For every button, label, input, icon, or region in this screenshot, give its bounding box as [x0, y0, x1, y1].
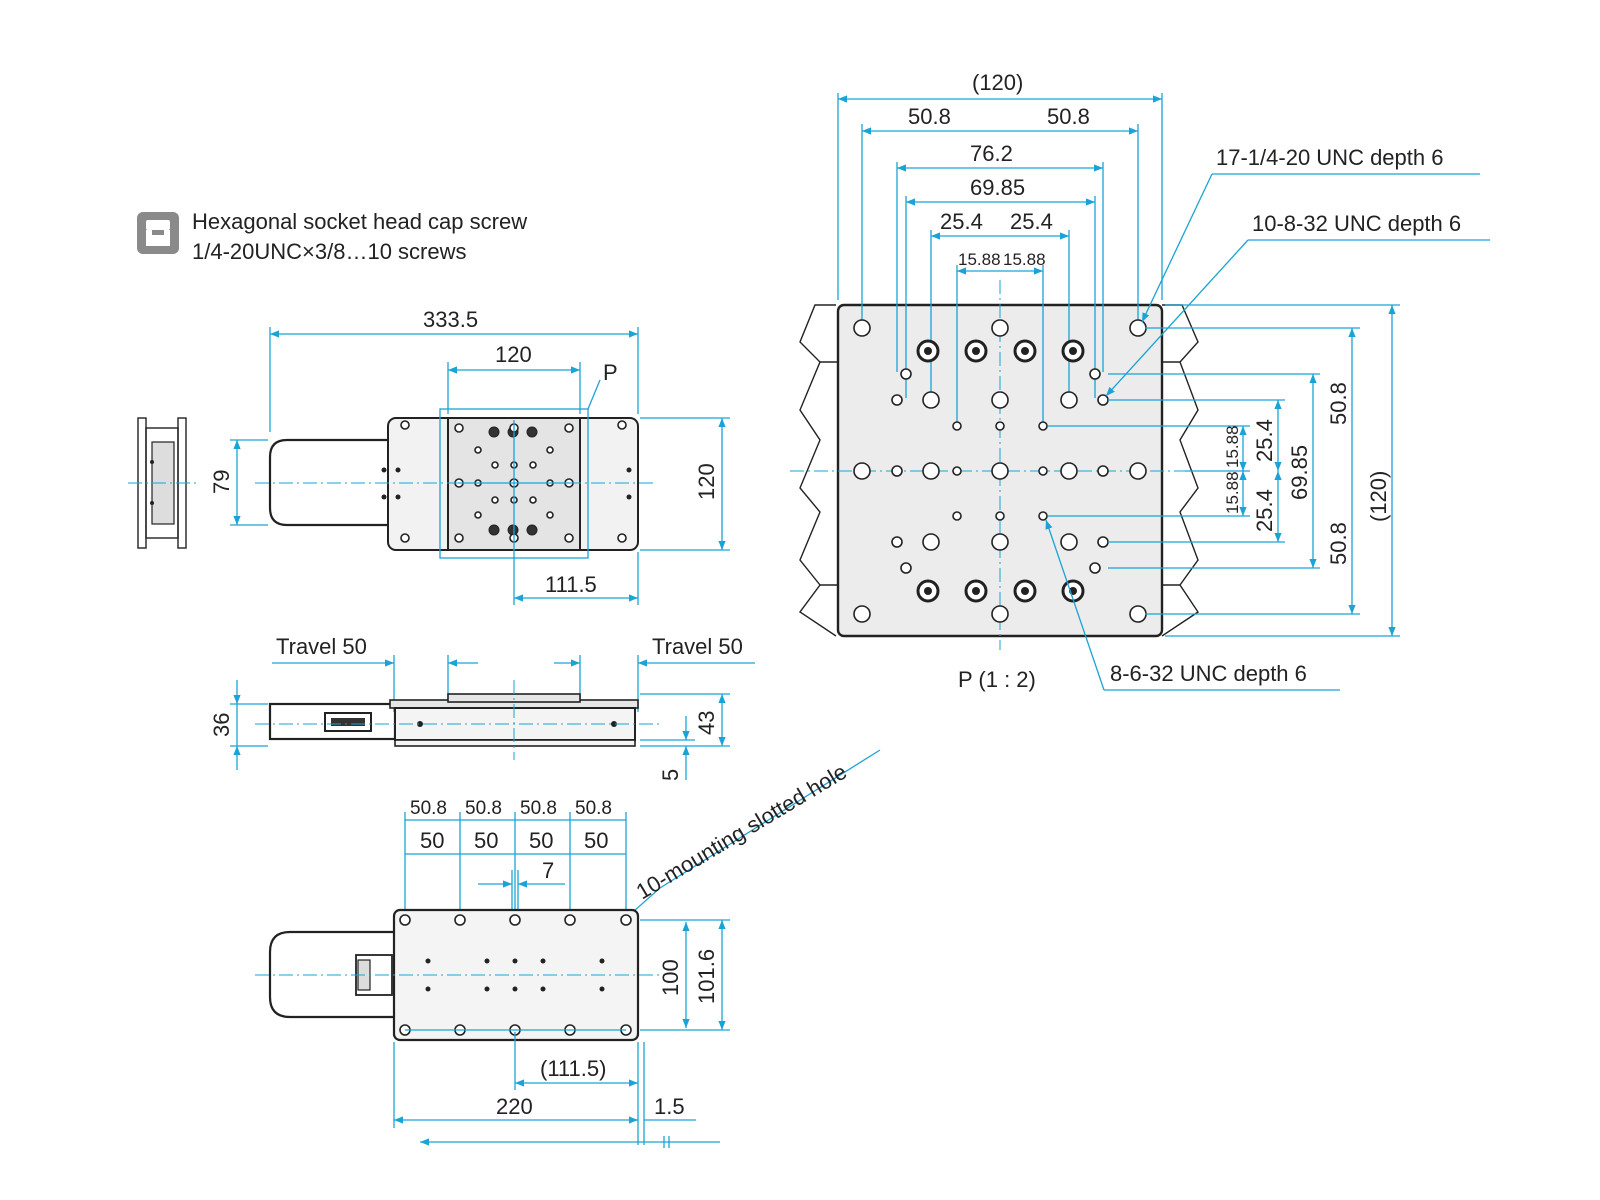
- dim-111-5: 111.5: [545, 572, 597, 597]
- pitch-mm-1: 50: [420, 828, 444, 853]
- legend: Hexagonal socket head cap screw 1/4-20UN…: [137, 209, 527, 264]
- detail-dim-120-top: (120): [972, 70, 1023, 95]
- dim-7: 7: [542, 858, 554, 883]
- detail-ext-lines-v: [837, 93, 1163, 424]
- pitch-inch-2: 50.8: [465, 798, 502, 819]
- dim-43: 43: [694, 711, 719, 735]
- detail-holes: [853, 319, 1147, 623]
- side-view: Travel 50 Travel 50 36 43: [209, 634, 755, 781]
- dim-111-5-bottom: (111.5): [540, 1056, 606, 1081]
- detail-dim-25-4-left: 25.4: [940, 209, 983, 234]
- pitch-inch-4: 50.8: [575, 798, 612, 819]
- travel-left-label: Travel 50: [276, 634, 367, 659]
- detail-v-15-88-top: 15.88: [1223, 425, 1242, 468]
- detail-v-120: (120): [1366, 471, 1391, 522]
- top-p-label: P: [603, 360, 618, 385]
- detail-v-15-88-bottom: 15.88: [1223, 471, 1242, 514]
- note-17-holes: 17-1/4-20 UNC depth 6: [1216, 145, 1443, 170]
- pitch-mm-4: 50: [584, 828, 608, 853]
- detail-ext-lines-h: [1048, 304, 1400, 637]
- detail-dim-25-4-right: 25.4: [1010, 209, 1053, 234]
- legend-line2: 1/4-20UNC×3/8…10 screws: [192, 239, 467, 264]
- dim-36: 36: [209, 713, 234, 737]
- detail-p: (120) 50.8 50.8 76.2 69.85 25.4 25.4 15.…: [790, 70, 1490, 692]
- dim-220: 220: [496, 1094, 533, 1119]
- detail-dim-15-88-right: 15.88: [1003, 250, 1046, 269]
- pitch-dimensions: 50.8 50.8 50.8 50.8 50 50 50 50 7: [404, 798, 627, 920]
- detail-dim-76-2: 76.2: [970, 141, 1013, 166]
- dim-1-5: 1.5: [654, 1094, 685, 1119]
- dim-5: 5: [658, 769, 683, 781]
- dim-120-top: 120: [495, 342, 532, 367]
- detail-v-50-8-top: 50.8: [1326, 382, 1351, 425]
- detail-v-25-4-top: 25.4: [1252, 419, 1277, 462]
- bottom-holes: [399, 914, 632, 1036]
- dim-120-right: 120: [694, 463, 719, 500]
- top-view: P 333.5 120 79 120 111.5: [128, 307, 730, 605]
- pitch-mm-2: 50: [474, 828, 498, 853]
- dim-79: 79: [209, 470, 234, 494]
- note-10-holes: 10-8-32 UNC depth 6: [1252, 211, 1461, 236]
- detail-scale-label: P (1 : 2): [958, 667, 1036, 692]
- detail-v-25-4-bottom: 25.4: [1252, 489, 1277, 532]
- travel-right-label: Travel 50: [652, 634, 743, 659]
- dim-101-6: 101.6: [694, 949, 719, 1004]
- end-view: [128, 417, 196, 549]
- detail-dim-50-8-right: 50.8: [1047, 104, 1090, 129]
- pitch-mm-3: 50: [529, 828, 553, 853]
- detail-v-50-8-bottom: 50.8: [1326, 522, 1351, 565]
- note-8-holes: 8-6-32 UNC depth 6: [1110, 661, 1307, 686]
- pitch-inch-3: 50.8: [520, 798, 557, 819]
- detail-dim-15-88-left: 15.88: [958, 250, 1001, 269]
- hex-wrench-icon: [137, 212, 179, 254]
- bottom-view: 50.8 50.8 50.8 50.8 50 50 50 50 7 10-mou…: [255, 749, 881, 1148]
- dim-333-5: 333.5: [423, 307, 478, 332]
- detail-v-69-85: 69.85: [1287, 445, 1312, 500]
- detail-dim-50-8-left: 50.8: [908, 104, 951, 129]
- dim-100: 100: [658, 959, 683, 996]
- detail-dim-69-85: 69.85: [970, 175, 1025, 200]
- legend-line1: Hexagonal socket head cap screw: [192, 209, 527, 234]
- pitch-inch-1: 50.8: [410, 798, 447, 819]
